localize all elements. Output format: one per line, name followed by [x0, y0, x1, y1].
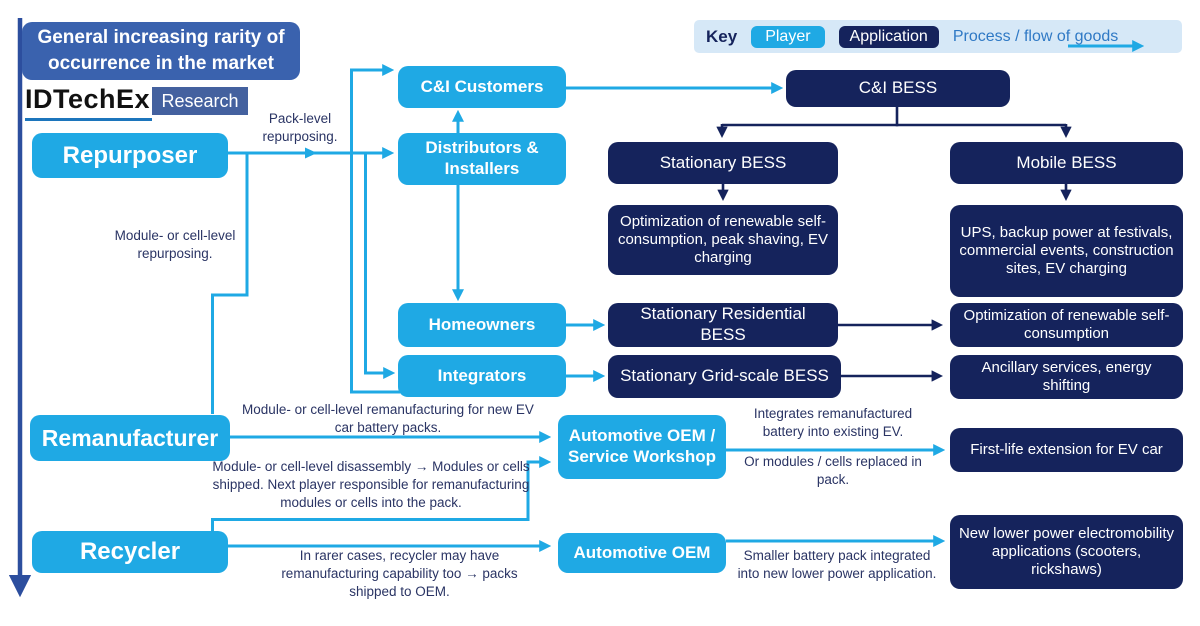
node-recycler: Recycler	[32, 531, 228, 573]
annotation-integrates-battery: Integrates remanufactured battery into e…	[753, 406, 913, 439]
annotation-module-repurposing: Module- or cell-level repurposing.	[114, 228, 236, 261]
node-automotive-oem: Automotive OEM	[558, 533, 726, 573]
node-first-life-extension: First-life extension for EV car	[950, 428, 1183, 472]
node-homeowners: Homeowners	[398, 303, 566, 347]
node-new-lower-power: New lower power electromobility applicat…	[950, 515, 1183, 589]
annotation-smaller-battery-pack: Smaller battery pack integrated into new…	[737, 548, 937, 581]
mid-arrowhead-icon	[305, 147, 317, 159]
node-ci-customers: C&I Customers	[398, 66, 566, 108]
annotation-module-remanufacturing: Module- or cell-level remanufacturing fo…	[242, 402, 534, 435]
node-residential-desc: Optimization of renewable self-consumpti…	[950, 303, 1183, 347]
node-automotive-oem-workshop: Automotive OEM / Service Workshop	[558, 415, 726, 479]
node-stationary-residential-bess: Stationary Residential BESS	[608, 303, 838, 347]
node-mobile-bess-desc: UPS, backup power at festivals, commerci…	[950, 205, 1183, 297]
annotation-rarer-cases: In rarer cases, recycler may have remanu…	[281, 548, 518, 599]
wire-repurposer-remanufacturer	[211, 153, 249, 414]
page-title: General increasing rarity of occurrence …	[22, 22, 300, 80]
annotation-pack-level: Pack-level repurposing.	[262, 111, 338, 144]
legend-flow-label: Process / flow of goods	[952, 27, 1119, 45]
legend-title: Key	[706, 26, 738, 46]
node-stationary-bess: Stationary BESS	[608, 142, 838, 184]
node-stationary-bess-desc: Optimization of renewable self-consumpti…	[608, 205, 838, 275]
wire-repurposer-integrators	[364, 153, 396, 379]
flow-arrow-icon	[1068, 40, 1145, 52]
node-mobile-bess: Mobile BESS	[950, 142, 1183, 184]
legend-player-chip: Player	[751, 25, 825, 48]
annotation-module-disassembly: Module- or cell-level disassembly → Modu…	[212, 459, 530, 510]
node-stationary-gridscale-bess: Stationary Grid-scale BESS	[608, 355, 841, 398]
annotation-or-modules-replaced: Or modules / cells replaced in pack.	[744, 454, 922, 487]
node-integrators: Integrators	[398, 355, 566, 397]
idtechex-logo: IDTechEx	[25, 84, 153, 121]
legend-bar: Key Player Application Process / flow of…	[694, 20, 1182, 53]
node-remanufacturer: Remanufacturer	[30, 415, 230, 461]
node-ci-bess: C&I BESS	[786, 70, 1010, 107]
research-badge: Research	[152, 87, 248, 115]
node-repurposer: Repurposer	[32, 133, 228, 178]
legend-application-chip: Application	[838, 25, 939, 48]
node-gridscale-desc: Ancillary services, energy shifting	[950, 355, 1183, 399]
node-distributors-installers: Distributors & Installers	[398, 133, 566, 185]
